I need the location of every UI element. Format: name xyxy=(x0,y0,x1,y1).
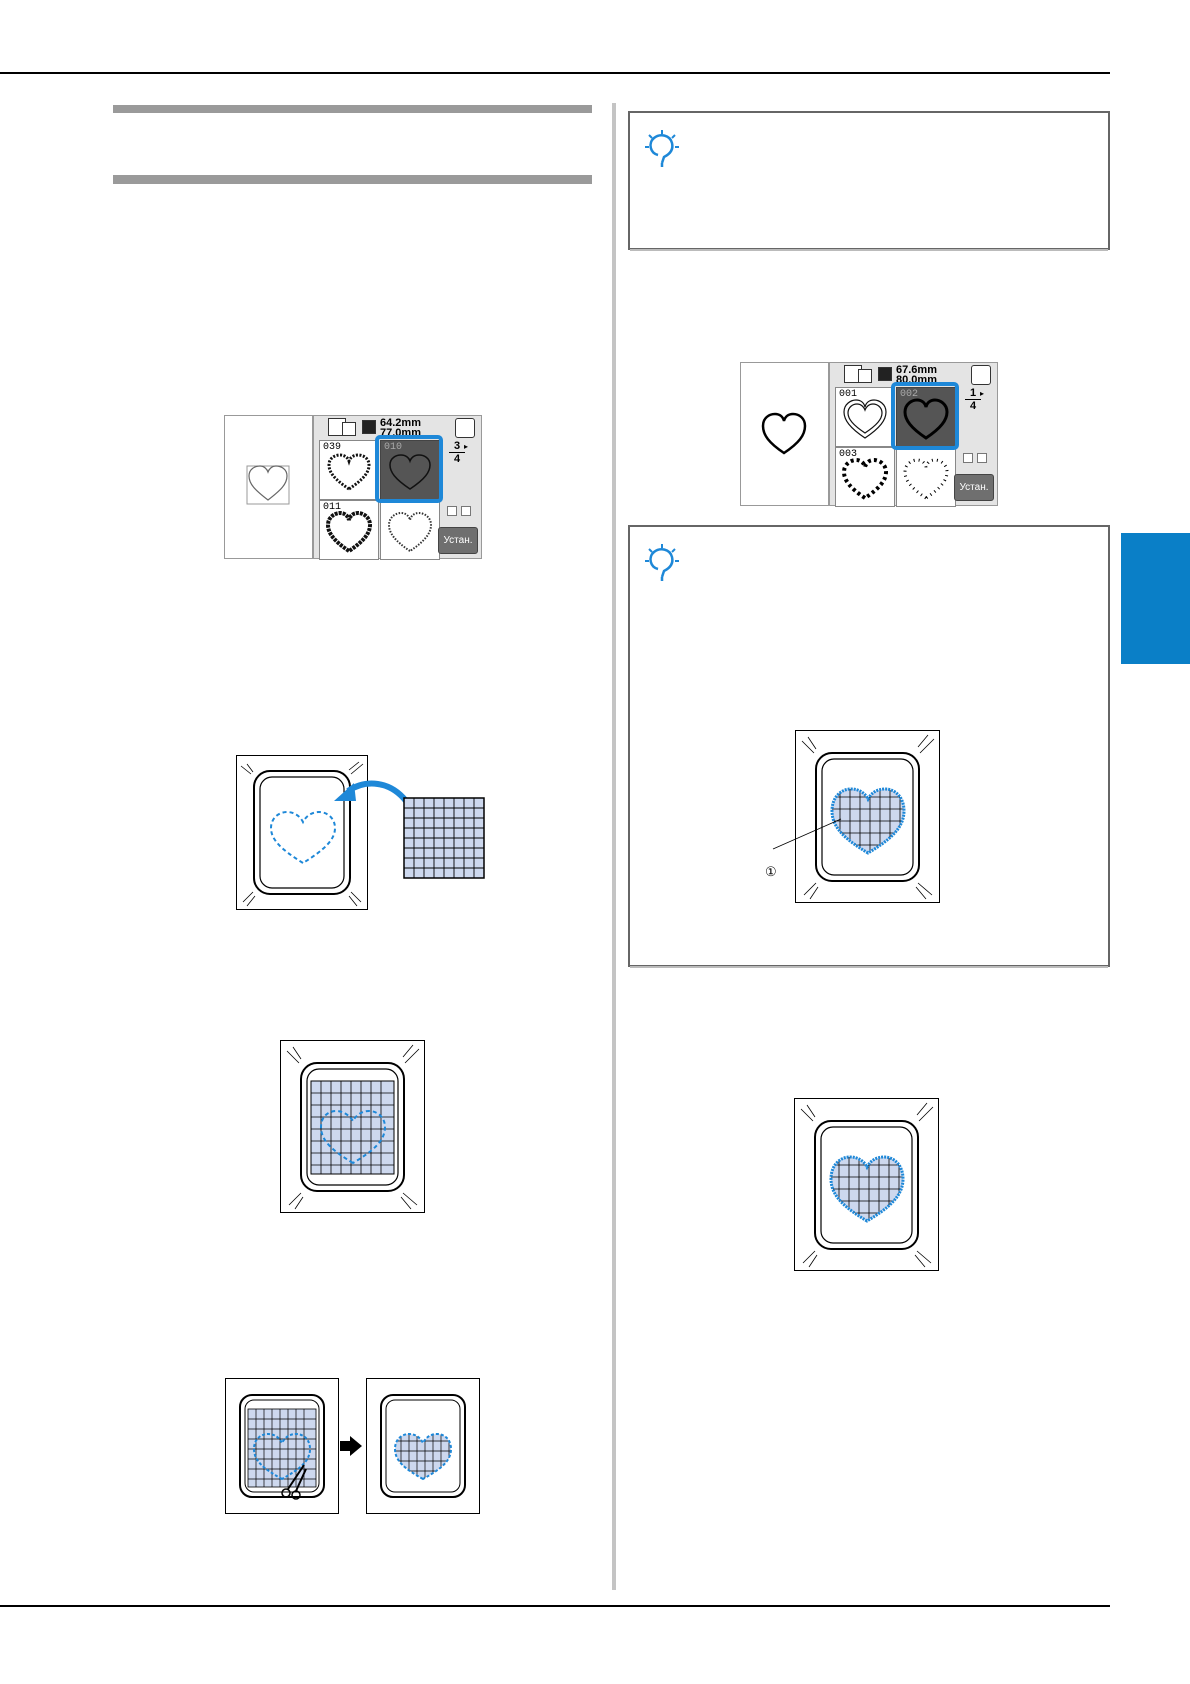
checkbox-a[interactable] xyxy=(963,453,973,463)
note-box-2: ① xyxy=(628,525,1110,968)
note-lightbulb-icon xyxy=(645,130,679,167)
heart-outline-icon xyxy=(389,454,431,490)
frame-size-icon xyxy=(858,369,872,383)
frame-size-icon xyxy=(342,422,356,436)
pattern-number: 010 xyxy=(384,442,403,453)
pattern-number: 001 xyxy=(839,389,858,400)
pattern-number: 003 xyxy=(839,449,858,460)
heart-dotted-icon xyxy=(841,457,889,501)
hoop-icon[interactable] xyxy=(455,418,475,438)
hoop-fabric-figure xyxy=(280,1040,425,1213)
callout-number: ① xyxy=(765,864,777,879)
footer-rule xyxy=(0,1605,1110,1607)
hoop-figure xyxy=(236,755,368,910)
pattern-cell-selected[interactable]: 002 xyxy=(896,387,956,447)
hoop-fabric-heart-icon xyxy=(380,1394,466,1498)
preview-pane xyxy=(224,415,313,559)
heart-bold-outline-icon xyxy=(903,398,949,440)
pattern-cell[interactable] xyxy=(380,500,440,560)
arrow-right-icon xyxy=(340,1436,362,1456)
pattern-number: 011 xyxy=(323,502,342,513)
size-icon xyxy=(878,367,892,381)
header-rule xyxy=(0,72,1110,74)
note-hoop-figure xyxy=(795,730,940,903)
pattern-cell[interactable]: 001 xyxy=(835,387,895,447)
pattern-number: 002 xyxy=(900,389,919,400)
scissors-cutting-icon xyxy=(239,1394,325,1500)
hoop-icon[interactable] xyxy=(971,365,991,385)
section-heading-top-bar xyxy=(113,105,592,113)
fabric-swatch-icon xyxy=(403,797,485,879)
curved-arrow-icon xyxy=(334,780,409,803)
heart-double-outline-icon xyxy=(843,399,887,439)
checkbox-b[interactable] xyxy=(461,506,471,516)
page-indicator: 1 4 xyxy=(965,387,981,412)
note-lightbulb-icon xyxy=(645,544,679,581)
heart-lace-icon xyxy=(387,511,433,553)
pattern-cell[interactable]: 003 xyxy=(835,447,895,507)
hoop-cutting-figure xyxy=(225,1378,339,1514)
pattern-cell[interactable]: 039 xyxy=(319,440,379,500)
final-hoop-figure xyxy=(794,1098,939,1271)
pattern-number: 039 xyxy=(323,442,342,453)
next-page-arrow-icon[interactable]: ▸ xyxy=(464,442,469,451)
page-indicator: 3 4 xyxy=(449,440,465,465)
hoop-appliqued-heart-icon xyxy=(801,734,935,900)
heart-spiky-icon xyxy=(903,458,949,500)
next-page-arrow-icon[interactable]: ▸ xyxy=(980,389,985,398)
set-button[interactable]: Устан. xyxy=(954,474,994,501)
note-box-1 xyxy=(628,111,1110,251)
hoop-finished-heart-icon xyxy=(800,1102,934,1268)
heart-scalloped-icon xyxy=(327,453,371,491)
selection-highlight xyxy=(375,435,443,503)
chapter-tab xyxy=(1121,533,1190,664)
selection-highlight xyxy=(891,382,959,450)
heart-leafy-icon xyxy=(325,510,373,554)
section-heading-bottom-bar xyxy=(113,175,592,184)
hoop-with-dashed-heart-icon xyxy=(240,761,364,907)
preview-heart-icon xyxy=(246,465,290,505)
size-icon xyxy=(362,420,376,434)
preview-pane xyxy=(740,362,829,506)
hoop-result-figure xyxy=(366,1378,480,1514)
checkbox-a[interactable] xyxy=(447,506,457,516)
set-button[interactable]: Устан. xyxy=(438,527,478,554)
preview-heart-icon xyxy=(761,412,807,455)
checkbox-b[interactable] xyxy=(977,453,987,463)
hoop-fabric-dashed-heart-icon xyxy=(286,1044,420,1210)
callout-leader-icon xyxy=(772,818,842,850)
pattern-cell[interactable]: 011 xyxy=(319,500,379,560)
column-separator xyxy=(612,103,616,1590)
pattern-cell[interactable] xyxy=(896,447,956,507)
